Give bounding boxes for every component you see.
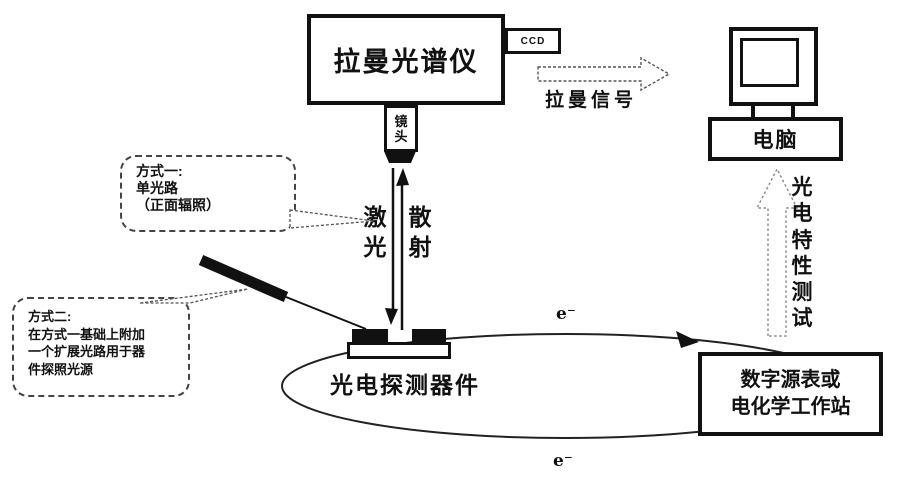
laser-label: 激光 — [363, 204, 387, 260]
ccd-box: CCD — [505, 28, 561, 54]
detector-label: 光电探测器件 — [330, 372, 480, 398]
electron-label-top: e⁻ — [556, 304, 576, 324]
lens-box: 镜头 — [384, 105, 418, 152]
detector-electrode-left — [352, 329, 388, 343]
lens-tip — [384, 151, 416, 163]
electron-label-bottom: e⁻ — [553, 451, 573, 471]
monitor-screen — [740, 38, 799, 87]
detector-electrode-right — [412, 329, 446, 343]
source-meter-box: 数字源表或 电化学工作站 — [698, 352, 883, 436]
flashlight-bar — [198, 254, 289, 303]
method1-callout: 方式一: 单光路 （正面辐照） — [120, 155, 296, 232]
computer-label: 电脑 — [752, 129, 799, 152]
laser-down-arrowhead — [385, 308, 398, 325]
lens-label: 镜头 — [394, 113, 408, 144]
detector-substrate — [347, 342, 451, 359]
ccd-label: CCD — [520, 35, 546, 47]
raman-signal-label: 拉曼信号 — [545, 90, 638, 111]
computer-box: 电脑 — [708, 117, 843, 161]
scatter-up-arrowhead — [396, 168, 409, 186]
raman-spectrometer-box: 拉曼光谱仪 — [307, 14, 505, 105]
electron-flow-arrowhead — [676, 331, 699, 348]
raman-spectrometer-label: 拉曼光谱仪 — [333, 47, 479, 77]
pe-test-label: 光电特性测试 — [791, 176, 813, 331]
illumination-beam-line — [285, 296, 367, 330]
scatter-label: 散射 — [408, 204, 432, 260]
method2-callout: 方式二: 在方式一基础上附加 一个扩展光路用于器 件探照光源 — [12, 297, 190, 397]
computer-monitor — [729, 27, 818, 106]
